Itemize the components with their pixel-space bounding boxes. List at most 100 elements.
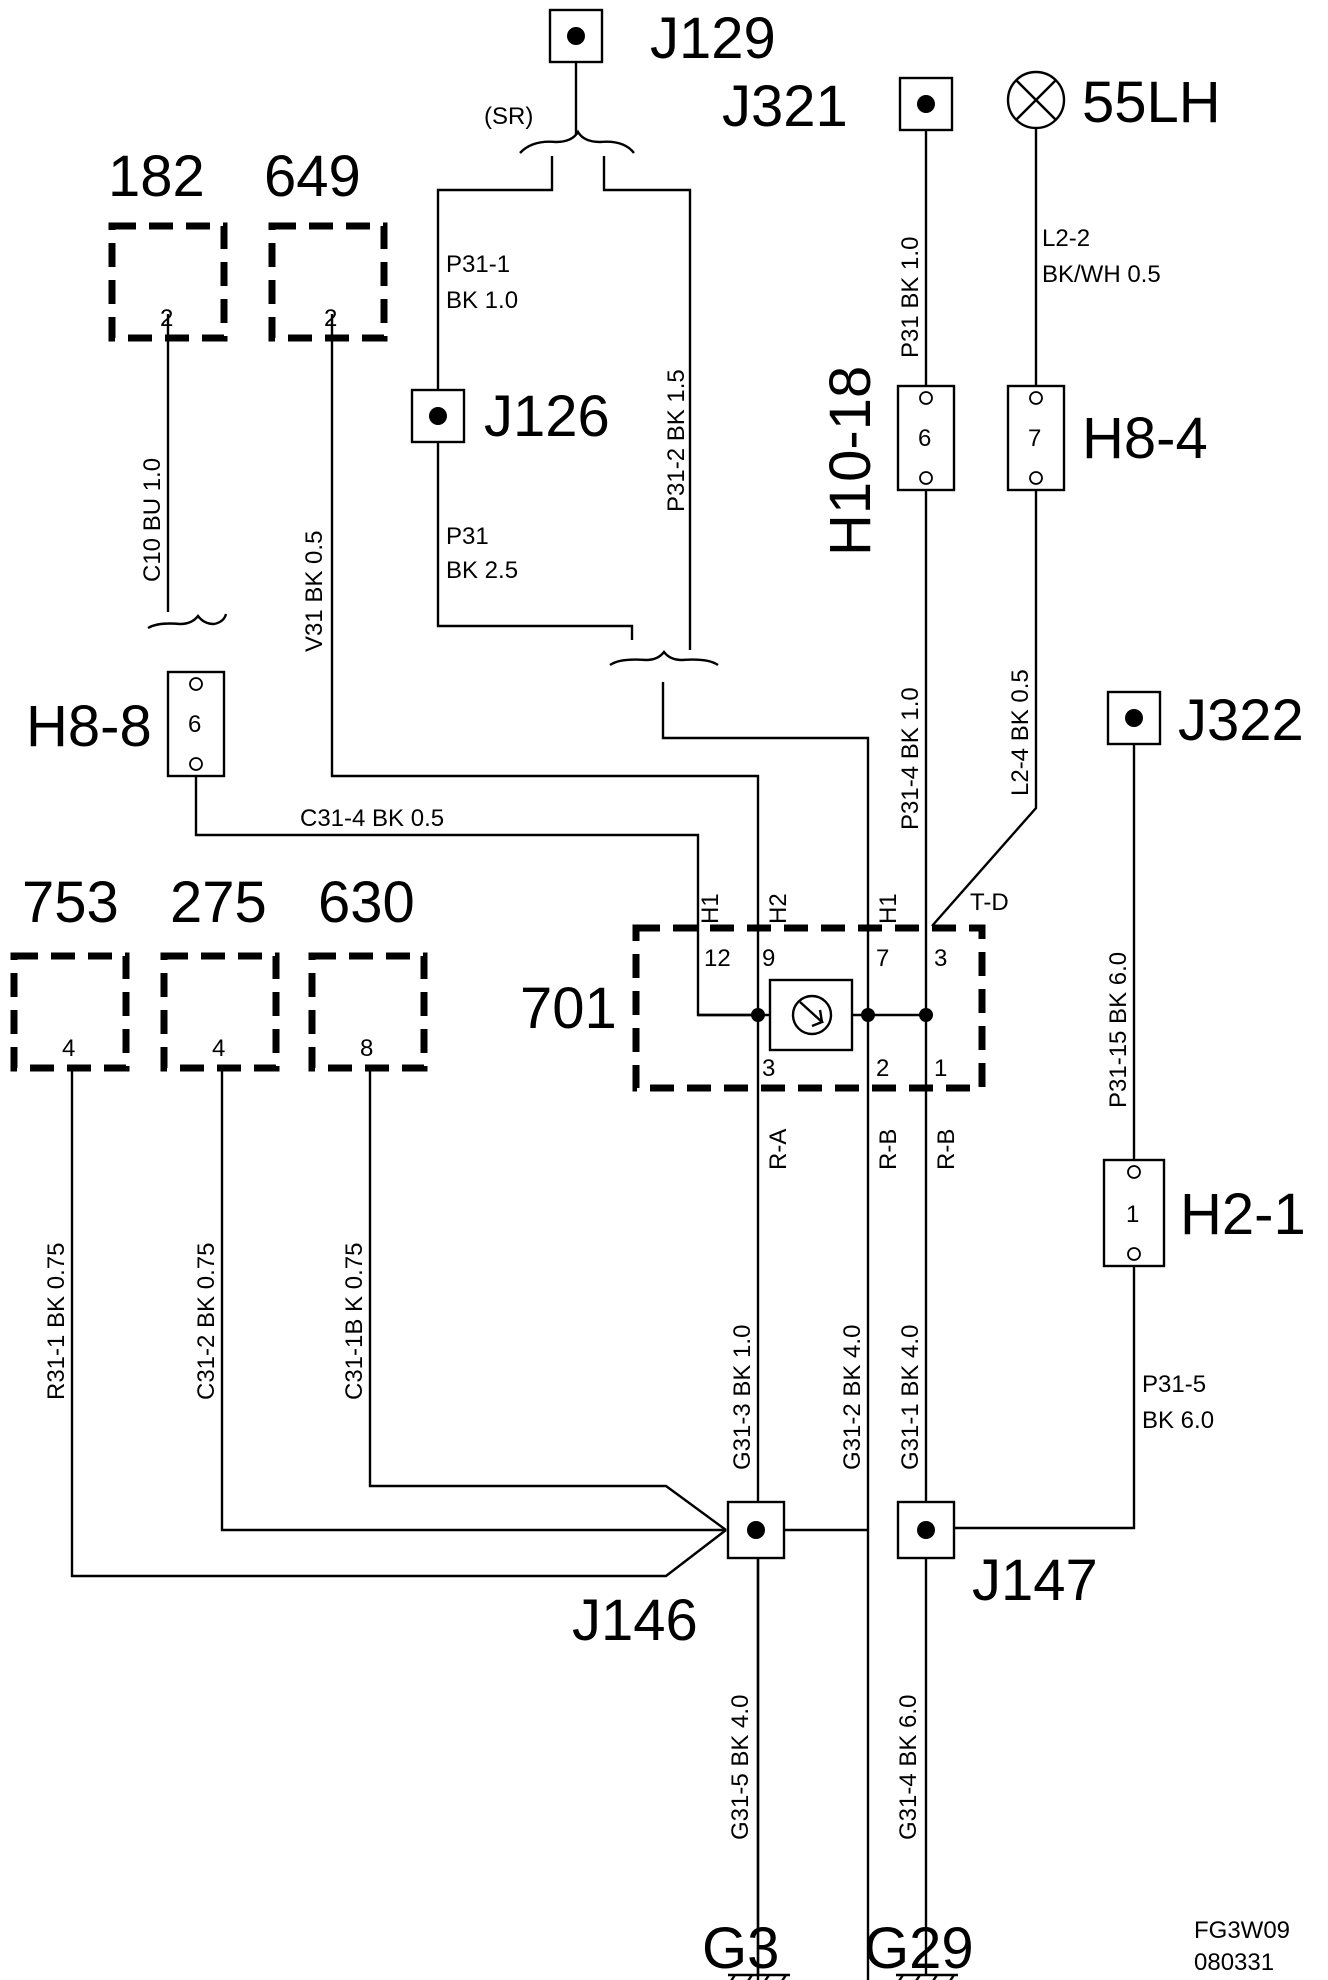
wire-label-g31-2: G31-2 BK 4.0 (839, 1325, 866, 1470)
component-box-275 (160, 952, 280, 1072)
component-box-630 (308, 952, 428, 1072)
figure-code-line2: 080331 (1194, 1949, 1274, 1976)
inline-connectors (166, 384, 1166, 1268)
connector-h8-4-pin-top (1029, 391, 1043, 405)
wire-label-g31-4: G31-4 BK 6.0 (895, 1695, 922, 1840)
wire-label-g31-1: G31-1 BK 4.0 (897, 1325, 924, 1470)
terminal-r-b-left: R-B (875, 1129, 902, 1170)
component-box-753 (10, 952, 130, 1072)
wire-label-p31-2: P31-2 BK 1.5 (663, 369, 690, 512)
wire-label-v31: V31 BK 0.5 (301, 531, 328, 652)
ground-label-g29: G29 (864, 1916, 974, 1980)
module-junction-left (751, 1008, 765, 1022)
wire-label-c31-1b: C31-1B K 0.75 (341, 1243, 368, 1400)
splice-label-j322: J322 (1178, 688, 1304, 753)
wire-label-l2-2-line1: L2-2 (1042, 225, 1090, 252)
wire-label-p31-4: P31-4 BK 1.0 (897, 687, 924, 830)
wire-label-p31-5-line1: P31-5 (1142, 1371, 1206, 1398)
pin-649: 2 (324, 305, 337, 332)
wire-p31-5 (954, 1266, 1136, 1530)
wire-label-p31-1-line1: P31-1 (446, 251, 510, 278)
pin-630: 8 (360, 1035, 373, 1062)
splice-label-j146: J146 (572, 1588, 698, 1653)
wire-label-g31-3: G31-3 BK 1.0 (729, 1325, 756, 1470)
component-labels: 182 649 753 275 630 701 55LH (22, 70, 1221, 1041)
connector-h10-18-pin-bottom (919, 471, 933, 485)
component-box-649 (268, 222, 388, 342)
connector-h10-18-pin-top (919, 391, 933, 405)
wire-l2-4 (931, 488, 1038, 927)
ground-label-g3: G3 (702, 1916, 779, 1980)
splice-j129-dot (567, 27, 585, 45)
module-701-internals (751, 978, 933, 1052)
module-sensor-icon (791, 994, 833, 1036)
wire-label-p31-5-line2: BK 6.0 (1142, 1407, 1214, 1434)
splice-j126-dot (429, 407, 447, 425)
connector-label-h8-4: H8-4 (1082, 406, 1208, 471)
wire-c31-2 (220, 1068, 726, 1532)
module-pin-3-bottom: 3 (762, 1055, 775, 1082)
wire-label-p31-line1: P31 (446, 523, 489, 550)
splice-j147-dot (917, 1521, 935, 1539)
pin-h8-4: 7 (1028, 425, 1041, 452)
connector-label-h10-18: H10-18 (818, 366, 883, 556)
lamp-55lh (1006, 70, 1066, 130)
wire-label-p31-15: P31-15 BK 6.0 (1105, 952, 1132, 1108)
c10-brace (147, 613, 228, 630)
connector-h8-8-pin-bottom (189, 757, 203, 771)
component-label-182: 182 (108, 144, 205, 209)
terminal-h1-left: H1 (697, 893, 724, 924)
lower-brace (609, 650, 719, 667)
module-sensor-icon-arrow (799, 1001, 825, 1028)
pin-h8-8: 6 (188, 711, 201, 738)
figure-code: FG3W09 080331 (1194, 1917, 1290, 1976)
module-pin-2: 2 (876, 1055, 889, 1082)
wire-p31-2 (602, 156, 692, 650)
wire-label-l2-2-line2: BK/WH 0.5 (1042, 261, 1161, 288)
sr-brace (519, 129, 635, 154)
module-box-701 (632, 924, 986, 1092)
module-junction-right (919, 1008, 933, 1022)
wire-label-c10: C10 BU 1.0 (139, 458, 166, 582)
terminal-t-d: T-D (970, 889, 1009, 916)
module-pin-3-top: 3 (934, 945, 947, 972)
terminal-h1-right: H1 (875, 893, 902, 924)
component-label-701: 701 (520, 976, 617, 1041)
ground-g3-icon (728, 1973, 790, 1980)
component-box-182 (108, 222, 228, 342)
ground-g29-icon (896, 1973, 958, 1980)
component-label-55lh: 55LH (1082, 70, 1221, 135)
pin-182: 2 (160, 305, 173, 332)
component-label-630: 630 (318, 870, 415, 935)
connector-h2-1-pin-bottom (1127, 1247, 1141, 1261)
module-junction-mid (861, 1008, 875, 1022)
sr-label: (SR) (484, 103, 533, 130)
pin-h10-18: 6 (918, 425, 931, 452)
splice-j321-dot (917, 95, 935, 113)
wire-labels: (SR) C10 BU 1.0 V31 BK 0.5 P31-1 BK 1.0 … (43, 103, 1214, 1840)
wire-r31-1 (70, 1068, 727, 1578)
terminal-r-b-right: R-B (933, 1129, 960, 1170)
splice-label-j126: J126 (484, 384, 610, 449)
module-pin-1: 1 (934, 1055, 947, 1082)
wire-p31 (436, 440, 634, 640)
component-label-649: 649 (264, 144, 361, 209)
pin-753: 4 (62, 1035, 75, 1062)
pin-h2-1: 1 (1126, 1201, 1139, 1228)
figure-code-line1: FG3W09 (1194, 1917, 1290, 1944)
splice-label-j321: J321 (722, 74, 848, 139)
wire-label-p31-line2: BK 2.5 (446, 557, 518, 584)
splice-j322-dot (1125, 709, 1143, 727)
connector-label-h2-1: H2-1 (1180, 1182, 1306, 1247)
wire-label-c31-4: C31-4 BK 0.5 (300, 805, 444, 832)
component-boxes (10, 222, 986, 1092)
module-terminal-labels: H1 H2 H1 T-D R-A R-B R-B (697, 889, 1009, 1170)
wire-label-r31-1: R31-1 BK 0.75 (43, 1243, 70, 1400)
component-label-753: 753 (22, 870, 119, 935)
wire-label-c31-2: C31-2 BK 0.75 (193, 1243, 220, 1400)
terminal-r-a: R-A (765, 1129, 792, 1170)
module-pin-9: 9 (762, 945, 775, 972)
terminal-h2: H2 (765, 893, 792, 924)
wire-c31-1b (368, 1068, 727, 1531)
